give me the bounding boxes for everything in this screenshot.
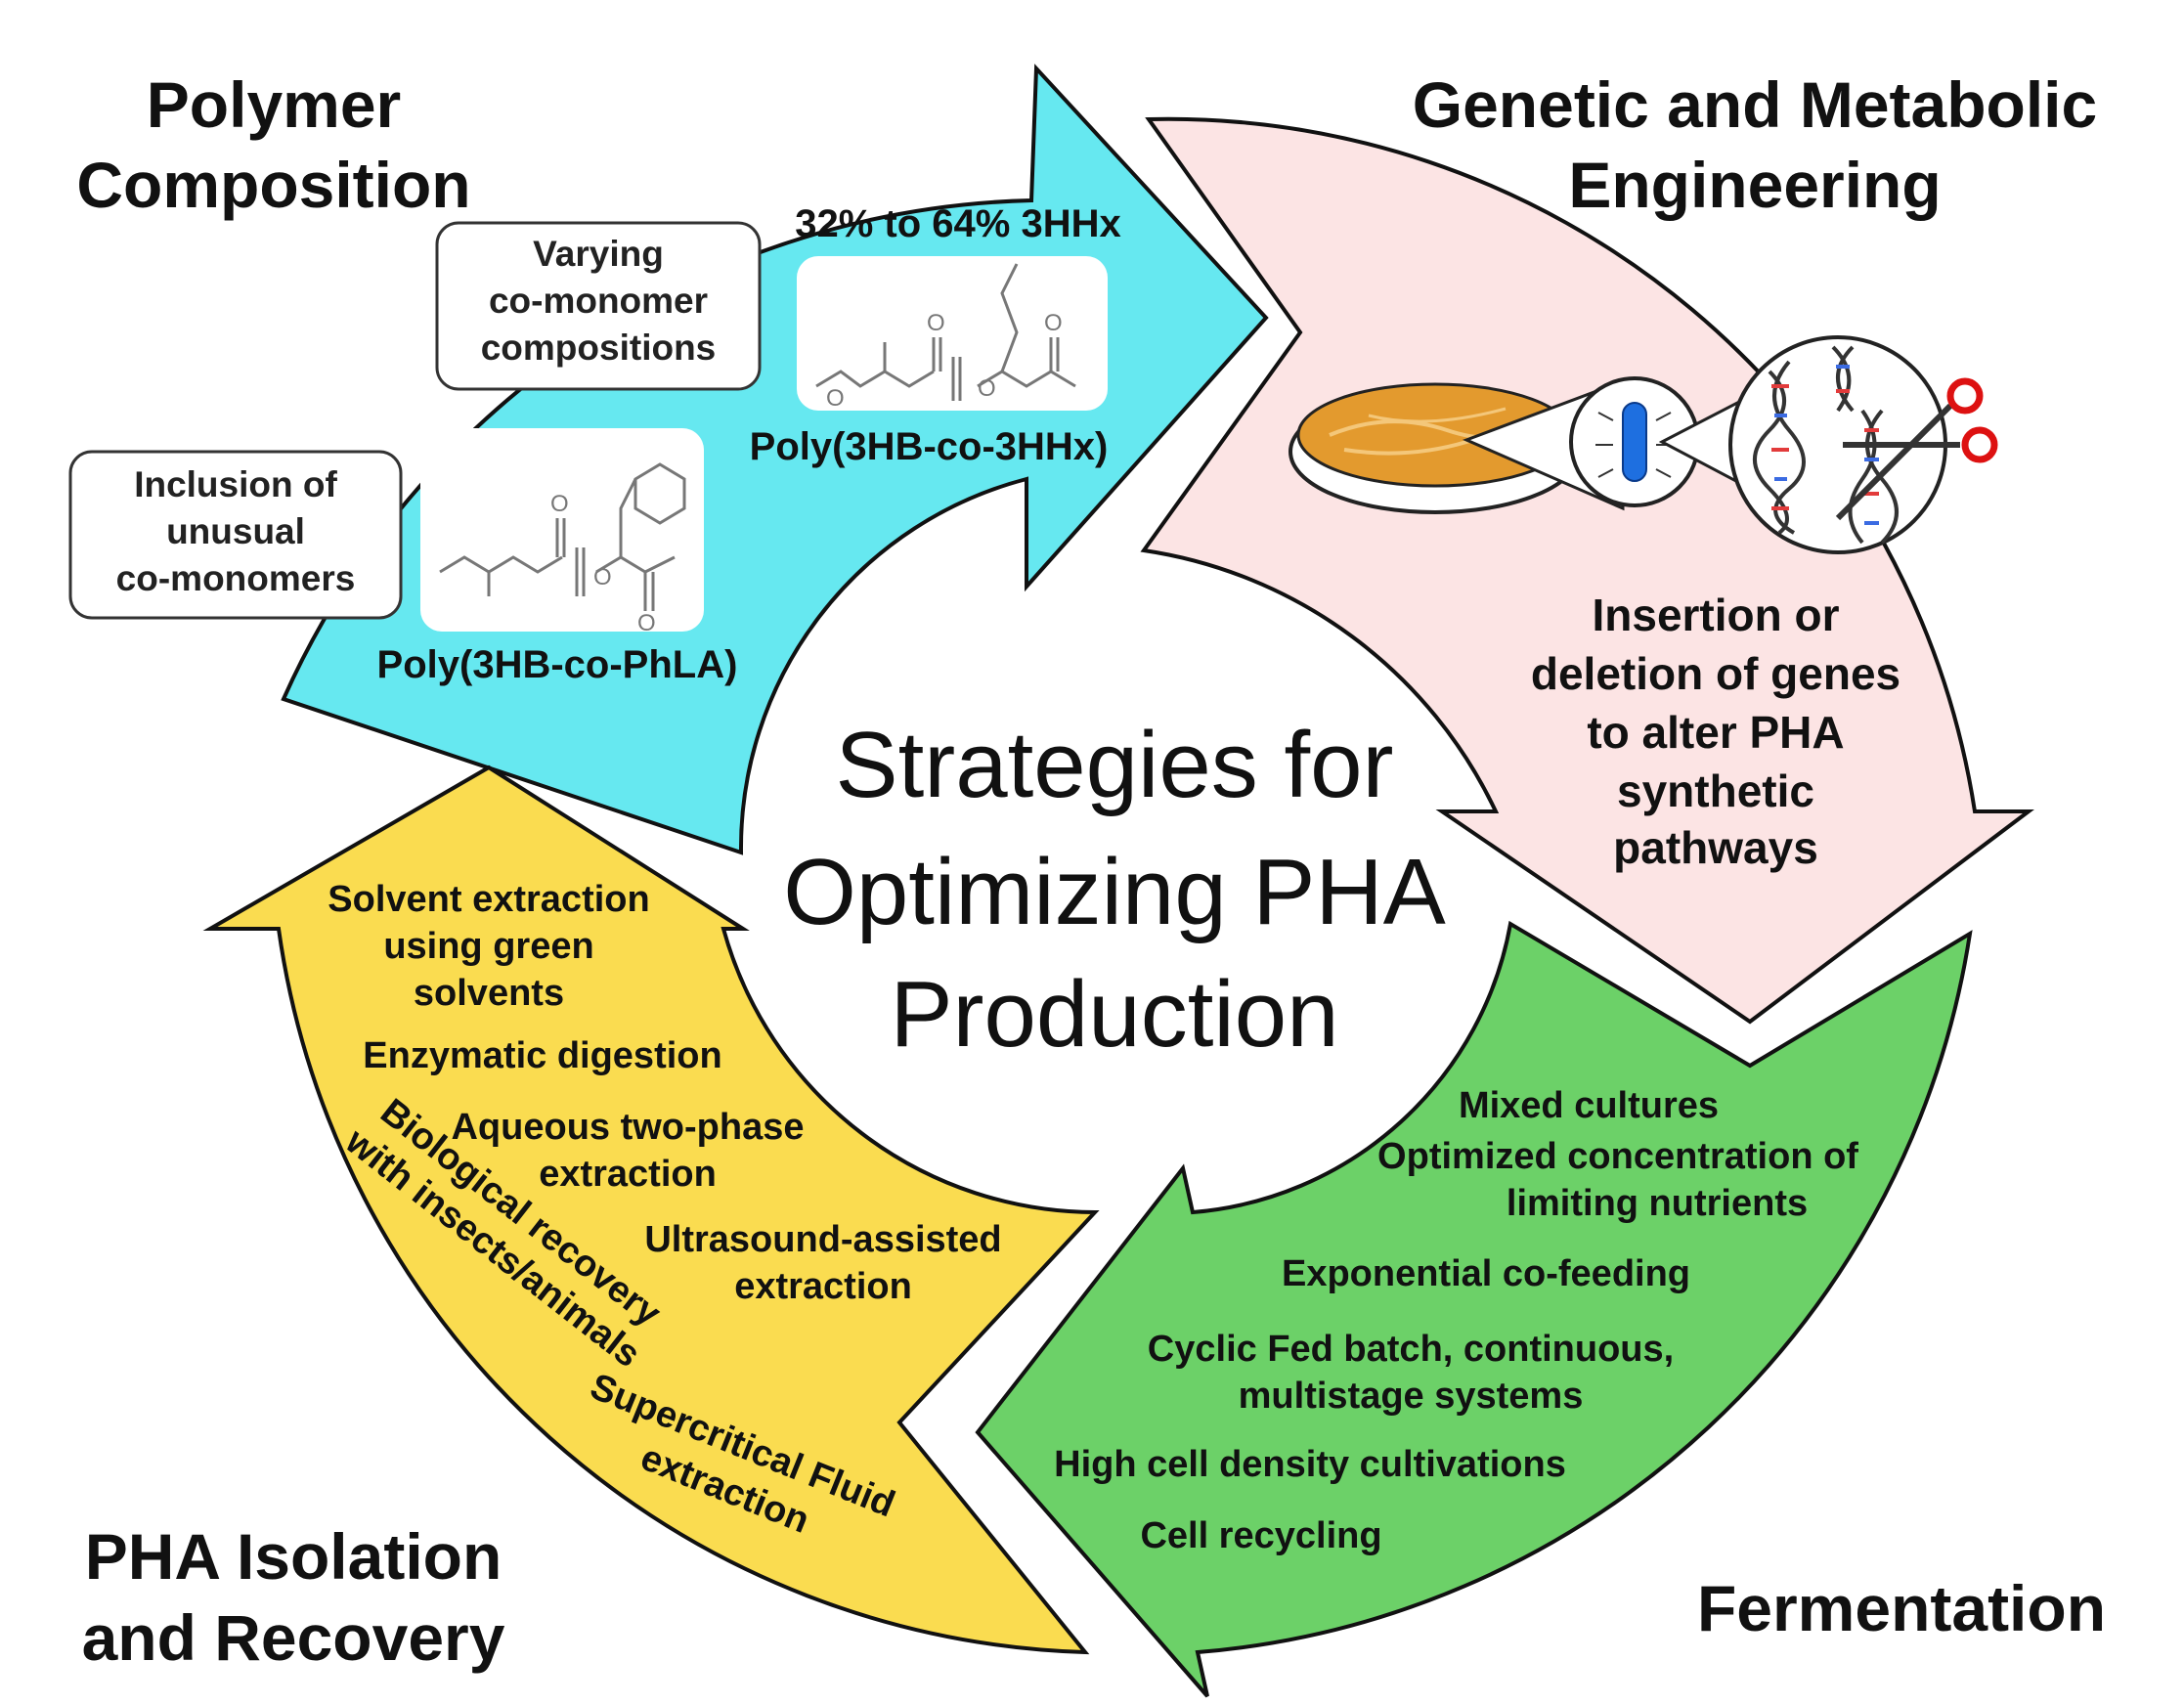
svg-text:O: O <box>550 491 569 517</box>
molecule-structure-icon: O O O O <box>797 256 1108 412</box>
fermentation-item-8: Cell recycling <box>1140 1515 1381 1556</box>
fermentation-item-2: Optimized concentration of <box>1377 1136 1858 1177</box>
svg-text:O: O <box>826 385 845 412</box>
unusual-comonomer-box <box>68 450 403 620</box>
center-title-line-2: Optimizing PHA <box>783 840 1446 944</box>
unusual-box-line-2: unusual <box>166 511 305 551</box>
fermentation-item-1: Mixed cultures <box>1459 1085 1719 1126</box>
fermentation-item-6: multistage systems <box>1239 1376 1584 1417</box>
isolation-item-3: solvents <box>414 973 564 1014</box>
polymer-a-label: Poly(3HB-co-3HHx) <box>750 425 1109 468</box>
polymer-title-line-1: Polymer <box>147 68 401 141</box>
genetic-engineering-arrow <box>1140 116 2034 1025</box>
genetic-text-line-3: to alter PHA <box>1587 707 1844 758</box>
polymer-title-line-2: Composition <box>76 149 470 221</box>
fermentation-title: Fermentation <box>1697 1572 2106 1644</box>
isolation-item-1: Solvent extraction <box>328 879 649 920</box>
svg-text:O: O <box>637 610 656 636</box>
molecule-structure-icon: O O O <box>420 428 704 636</box>
scissors-icon <box>1835 377 1998 521</box>
center-title-line-3: Production <box>891 962 1339 1067</box>
svg-text:O: O <box>1044 310 1063 336</box>
bacterium-icon <box>1569 376 1700 507</box>
fermentation-item-3: limiting nutrients <box>1507 1183 1808 1224</box>
varying-box-line-3: compositions <box>481 328 717 368</box>
varying-box-line-2: co-monomer <box>489 281 708 321</box>
center-title-line-1: Strategies for <box>836 713 1394 817</box>
genetic-title-line-2: Engineering <box>1568 149 1941 221</box>
isolation-title-line-1: PHA Isolation <box>85 1520 502 1593</box>
unusual-box-line-1: Inclusion of <box>134 464 337 504</box>
genetic-title-line-1: Genetic and Metabolic <box>1413 68 2097 141</box>
varying-comonomer-box <box>435 221 762 391</box>
fermentation-item-4: Exponential co-feeding <box>1282 1253 1690 1294</box>
genetic-text-line-2: deletion of genes <box>1531 648 1900 699</box>
isolation-item-4: Enzymatic digestion <box>363 1035 721 1076</box>
svg-text:O: O <box>927 310 945 336</box>
isolation-item-6: extraction <box>539 1154 717 1195</box>
isolation-item-5: Aqueous two-phase <box>451 1107 804 1148</box>
polymer-b-label: Poly(3HB-co-PhLA) <box>377 643 738 686</box>
isolation-item-7: Ultrasound-assisted <box>644 1219 1001 1260</box>
genetic-text-line-1: Insertion or <box>1592 590 1839 640</box>
svg-text:O: O <box>593 564 612 590</box>
petri-dish-icon <box>1289 382 1582 514</box>
svg-text:O: O <box>978 375 996 402</box>
isolation-item-2: using green <box>383 926 593 967</box>
genetic-text-line-5: pathways <box>1613 822 1818 873</box>
isolation-item-8: extraction <box>734 1266 912 1307</box>
isolation-recovery-arrow <box>202 765 1100 1655</box>
genetic-text-line-4: synthetic <box>1617 765 1814 816</box>
varying-box-line-1: Varying <box>533 234 664 274</box>
isolation-title-line-2: and Recovery <box>82 1601 505 1674</box>
fermentation-item-7: High cell density cultivations <box>1054 1444 1566 1485</box>
unusual-box-line-3: co-monomers <box>116 558 356 598</box>
fermentation-item-5: Cyclic Fed batch, continuous, <box>1148 1329 1674 1370</box>
fermentation-arrow <box>975 920 1973 1698</box>
hhx-range-label: 32% to 64% 3HHx <box>795 202 1120 245</box>
